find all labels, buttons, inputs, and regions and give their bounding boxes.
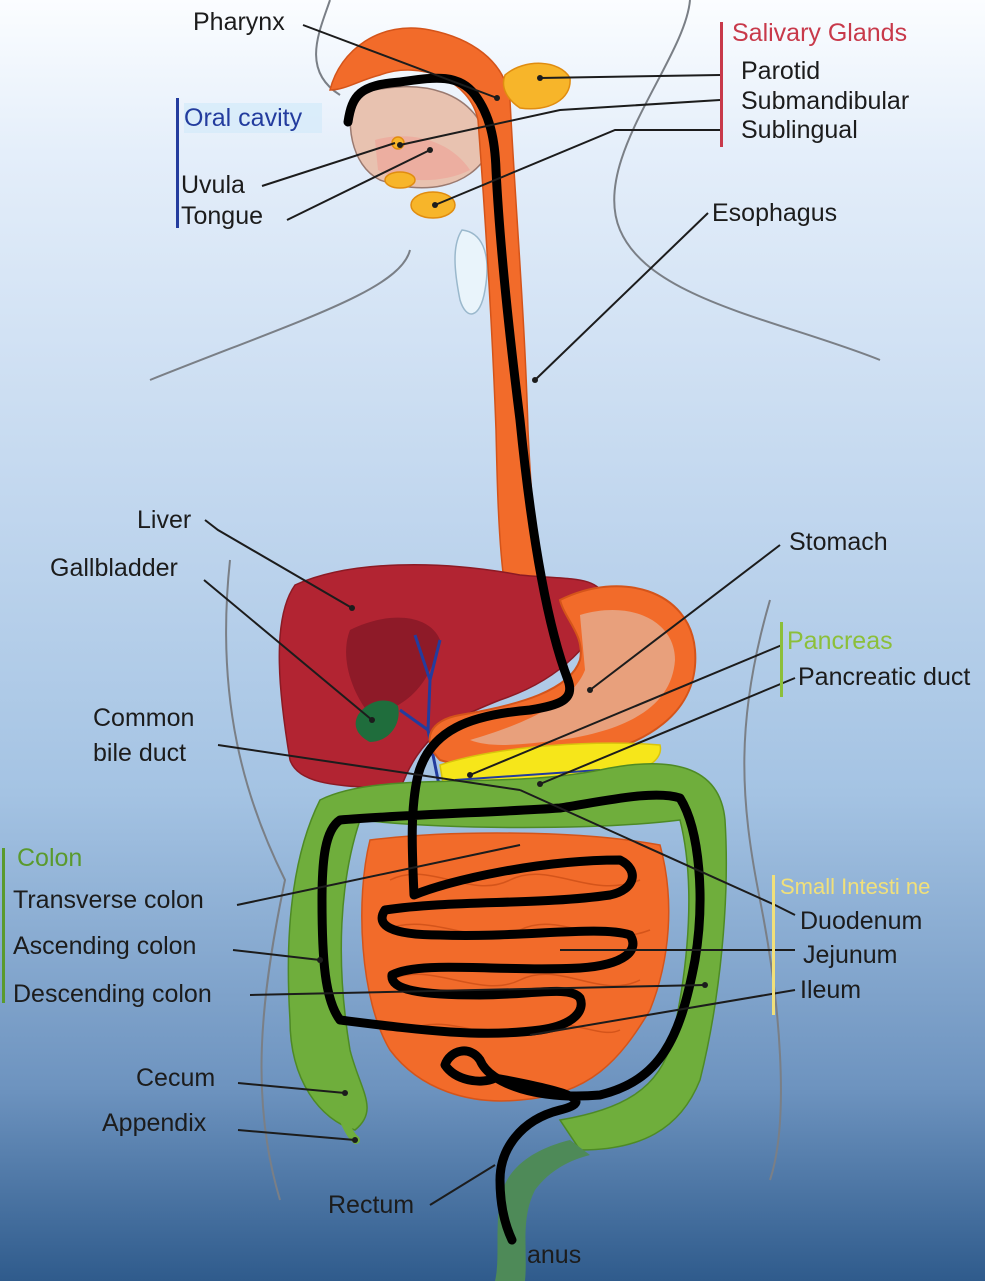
label-gallbladder: Gallbladder <box>50 553 178 583</box>
label-jejunum: Jejunum <box>803 940 898 970</box>
colon-bar <box>2 848 5 1003</box>
label-stomach: Stomach <box>789 527 888 557</box>
label-colon: Colon <box>17 843 82 873</box>
label-submandibular: Submandibular <box>741 86 909 116</box>
label-common-bile-duct-line2: bile duct <box>93 738 186 768</box>
label-salivary-glands: Salivary Glands <box>732 18 907 48</box>
label-pancreas: Pancreas <box>787 626 893 656</box>
label-rectum: Rectum <box>328 1190 414 1220</box>
oral-cavity-bar <box>176 98 179 228</box>
label-anus: anus <box>527 1240 581 1270</box>
label-esophagus: Esophagus <box>712 198 837 228</box>
salivary-glands-bar <box>720 22 723 147</box>
label-liver: Liver <box>137 505 191 535</box>
trachea-shape <box>455 230 487 314</box>
label-small-intestine: Small Intesti ne <box>780 872 930 902</box>
label-parotid: Parotid <box>741 56 820 86</box>
label-transverse-colon: Transverse colon <box>13 885 204 915</box>
label-duodenum: Duodenum <box>800 906 922 936</box>
label-descending-colon: Descending colon <box>13 979 212 1009</box>
label-pharynx: Pharynx <box>193 7 285 37</box>
label-pancreatic-duct: Pancreatic duct <box>798 662 978 692</box>
label-cecum: Cecum <box>136 1063 215 1093</box>
pancreas-bar <box>780 622 783 697</box>
label-tongue: Tongue <box>181 201 263 231</box>
label-appendix: Appendix <box>102 1108 206 1138</box>
label-uvula: Uvula <box>181 170 245 200</box>
label-common-bile-duct-line1: Common <box>93 703 194 733</box>
label-ascending-colon: Ascending colon <box>13 931 196 961</box>
label-ileum: Ileum <box>800 975 861 1005</box>
label-oral-cavity: Oral cavity <box>184 103 322 133</box>
small-intestine-bar <box>772 875 775 1015</box>
label-sublingual: Sublingual <box>741 115 858 145</box>
